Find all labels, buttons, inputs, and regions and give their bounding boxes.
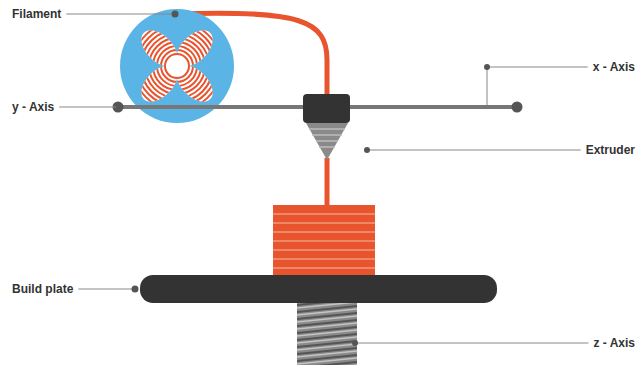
extruder-nozzle <box>306 123 348 160</box>
axis-label: x - Axis <box>593 59 635 75</box>
extruder-block <box>303 94 350 123</box>
axis-label: z - Axis <box>593 335 635 351</box>
part-label: Filament <box>12 6 61 22</box>
filament-extruded <box>325 158 330 206</box>
part-label: Build plate <box>12 281 73 297</box>
screw-threads <box>297 302 357 365</box>
rail-end <box>512 102 523 113</box>
leader-lines <box>59 14 588 343</box>
axis-label: y - Axis <box>12 99 54 115</box>
nozzle-threads <box>309 129 345 147</box>
printed-object <box>273 205 375 276</box>
part-label: Extruder <box>586 142 635 158</box>
leader-dots <box>132 11 491 347</box>
z-screw <box>297 302 357 365</box>
spool-hub <box>168 57 186 75</box>
print-layers <box>273 214 375 268</box>
build-plate <box>140 275 497 303</box>
